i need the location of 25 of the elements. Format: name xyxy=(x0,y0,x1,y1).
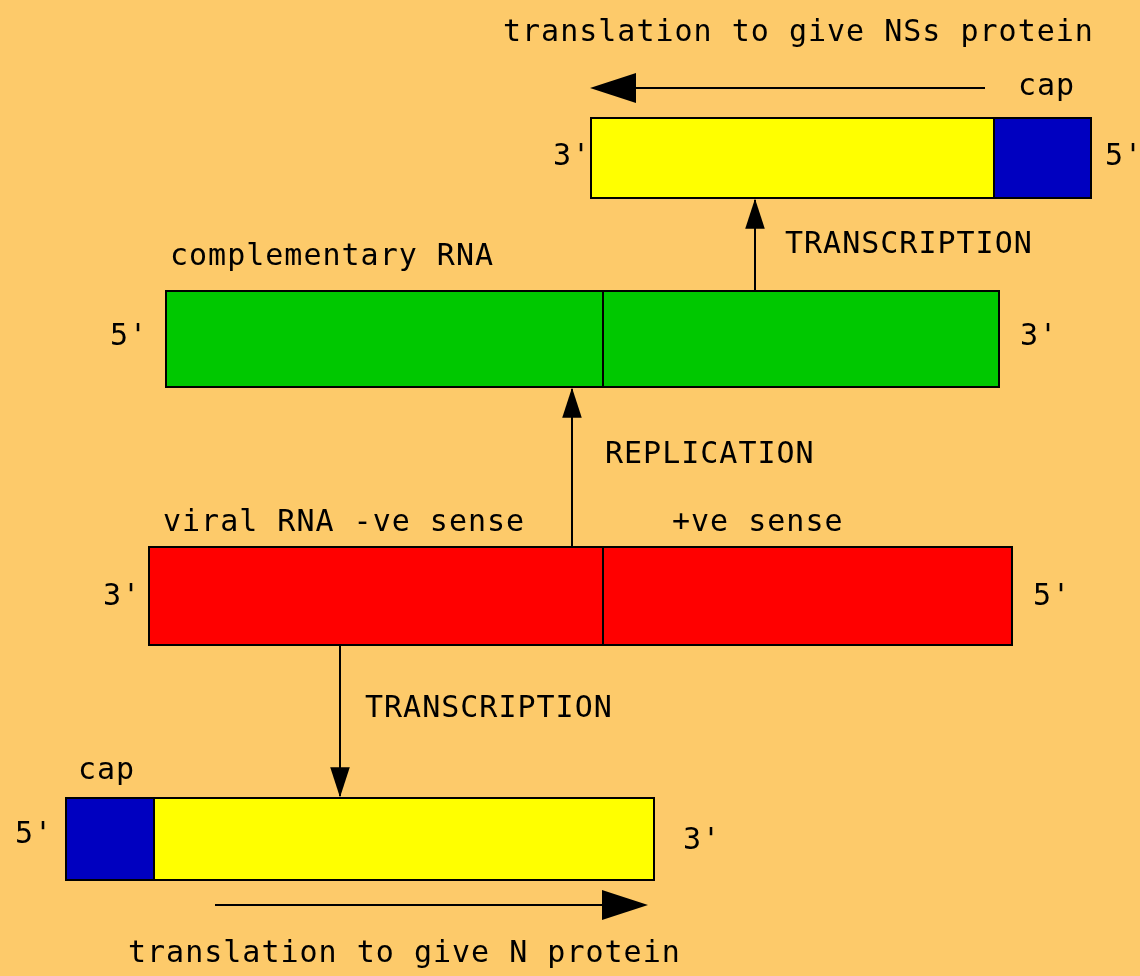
strand-label: 5' xyxy=(1105,138,1140,172)
strand-label: complementary RNA xyxy=(170,238,495,272)
arrow xyxy=(562,387,582,547)
strand-label: 3' xyxy=(683,822,722,856)
caption-text: translation to give NSs protein xyxy=(503,14,1094,48)
edge-label: TRANSCRIPTION xyxy=(365,690,613,724)
strand-label: cap xyxy=(78,752,136,786)
arrow xyxy=(745,198,765,291)
rna-strand-bar xyxy=(65,797,655,881)
strand-label: viral RNA -ve sense xyxy=(163,504,526,538)
edge-label: REPLICATION xyxy=(605,436,815,470)
strand-label: 5' xyxy=(1033,578,1072,612)
arrow xyxy=(330,645,350,798)
edge-label: TRANSCRIPTION xyxy=(785,226,1033,260)
strand-label: 5' xyxy=(110,318,149,352)
rna-strand-bar xyxy=(590,117,1092,199)
strand-label: 3' xyxy=(553,138,592,172)
strand-label: +ve sense xyxy=(672,504,844,538)
strand-label: 3' xyxy=(103,578,142,612)
caption-text: translation to give N protein xyxy=(128,935,681,969)
rna-strand-bar xyxy=(165,290,1000,388)
strand-label: 5' xyxy=(15,816,54,850)
strand-label: cap xyxy=(1018,68,1076,102)
rna-strand-bar xyxy=(148,546,1013,646)
strand-label: 3' xyxy=(1020,318,1059,352)
